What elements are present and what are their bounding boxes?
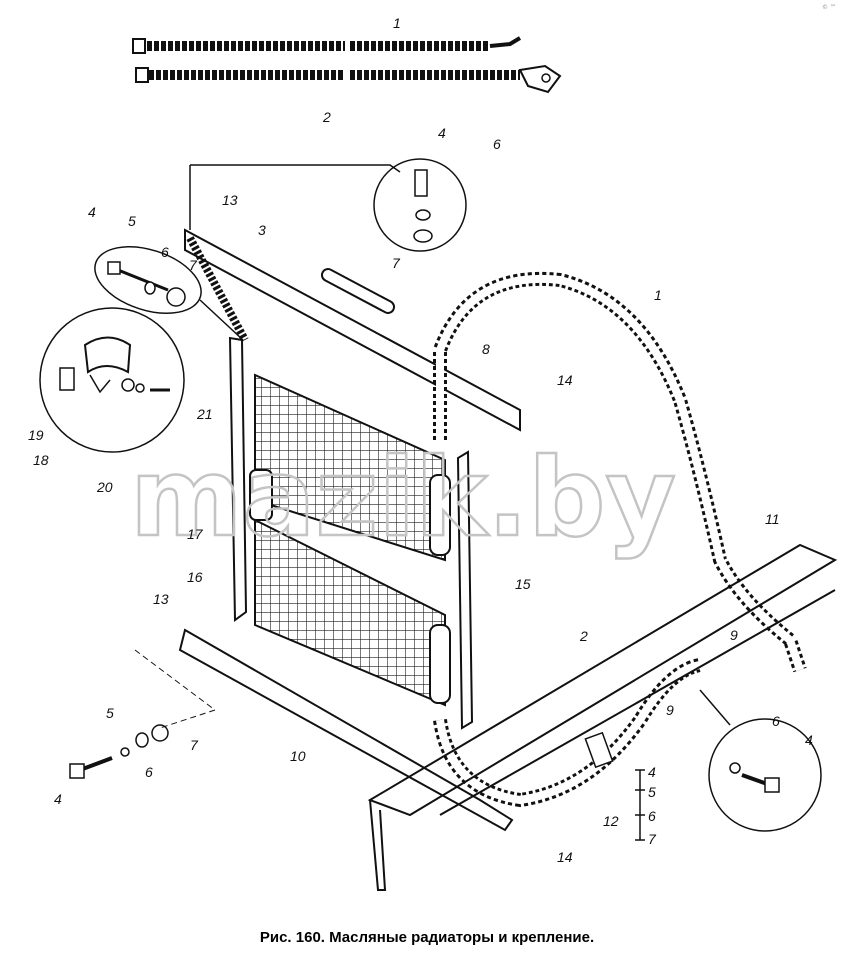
bolt-4-bottom: [69, 724, 169, 779]
callout-2-top: 2: [322, 109, 331, 125]
callout-14-top: 14: [557, 372, 573, 388]
callout-15: 15: [515, 576, 531, 592]
hose-1-top: [132, 36, 522, 54]
callout-9-lower: 9: [666, 702, 674, 718]
callout-6-group: 6: [648, 808, 656, 824]
callout-4-group: 4: [648, 764, 656, 780]
radiator-core-upper: [254, 373, 451, 562]
callout-12: 12: [603, 813, 619, 829]
callout-1-hose: 1: [654, 287, 662, 303]
hose-2-top: [135, 64, 562, 94]
callout-8: 8: [482, 341, 490, 357]
callout-13-bottom: 13: [153, 591, 169, 607]
callout-9-right: 9: [730, 627, 738, 643]
callout-5-left: 5: [128, 213, 136, 229]
callout-4-bottom: 4: [54, 791, 62, 807]
callout-3: 3: [258, 222, 266, 238]
callout-6-bottom: 6: [145, 764, 153, 780]
frame-rail: [367, 543, 838, 891]
callout-18: 18: [33, 452, 49, 468]
dashed-leaders: [134, 649, 217, 729]
figure-caption: Рис. 160. Масляные радиаторы и крепление…: [259, 929, 595, 946]
radiator-connector-17: [249, 469, 273, 521]
hose-1-main: [433, 271, 807, 673]
callout-20: 20: [96, 479, 113, 495]
callout-7-left: 7: [189, 257, 198, 273]
callout-19: 19: [28, 427, 44, 443]
callout-11: 11: [765, 511, 780, 527]
callout-7-group: 7: [648, 831, 657, 847]
detail-circle-top: [189, 158, 467, 252]
callout-10: 10: [290, 748, 306, 764]
detail-circle-left: [94, 246, 244, 341]
callout-5-bottom: 5: [106, 705, 114, 721]
callout-6-detail-top: 6: [493, 136, 501, 152]
corner-mark: © ™: [822, 4, 836, 11]
radiator-core-lower: [254, 518, 451, 707]
watermark: mazik.by: [130, 436, 676, 561]
callout-labels: 1 2 4 6 7 13 3 4 5 6 7 1 8 14 21 19 18 2…: [28, 15, 813, 865]
callout-1-top: 1: [393, 15, 401, 31]
callout-14-bottom: 14: [557, 849, 573, 865]
detail-circle-right: [699, 689, 822, 832]
bracket-group-brace: [584, 731, 645, 841]
callout-17: 17: [187, 526, 204, 542]
callout-6-left: 6: [161, 244, 169, 260]
detail-circle-clamp: [39, 307, 185, 453]
callout-16: 16: [187, 569, 203, 585]
callout-4-left: 4: [88, 204, 96, 220]
callout-2-hose: 2: [579, 628, 588, 644]
callout-7-detail-top: 7: [392, 255, 401, 271]
callout-7-bottom: 7: [190, 737, 199, 753]
callout-6-detail-right: 6: [772, 713, 780, 729]
callout-21: 21: [196, 406, 213, 422]
callout-4-detail-right: 4: [805, 732, 813, 748]
callout-4-detail-top: 4: [438, 125, 446, 141]
hose-2-main: [433, 658, 702, 808]
callout-13-top: 13: [222, 192, 238, 208]
callout-5-group: 5: [648, 784, 656, 800]
